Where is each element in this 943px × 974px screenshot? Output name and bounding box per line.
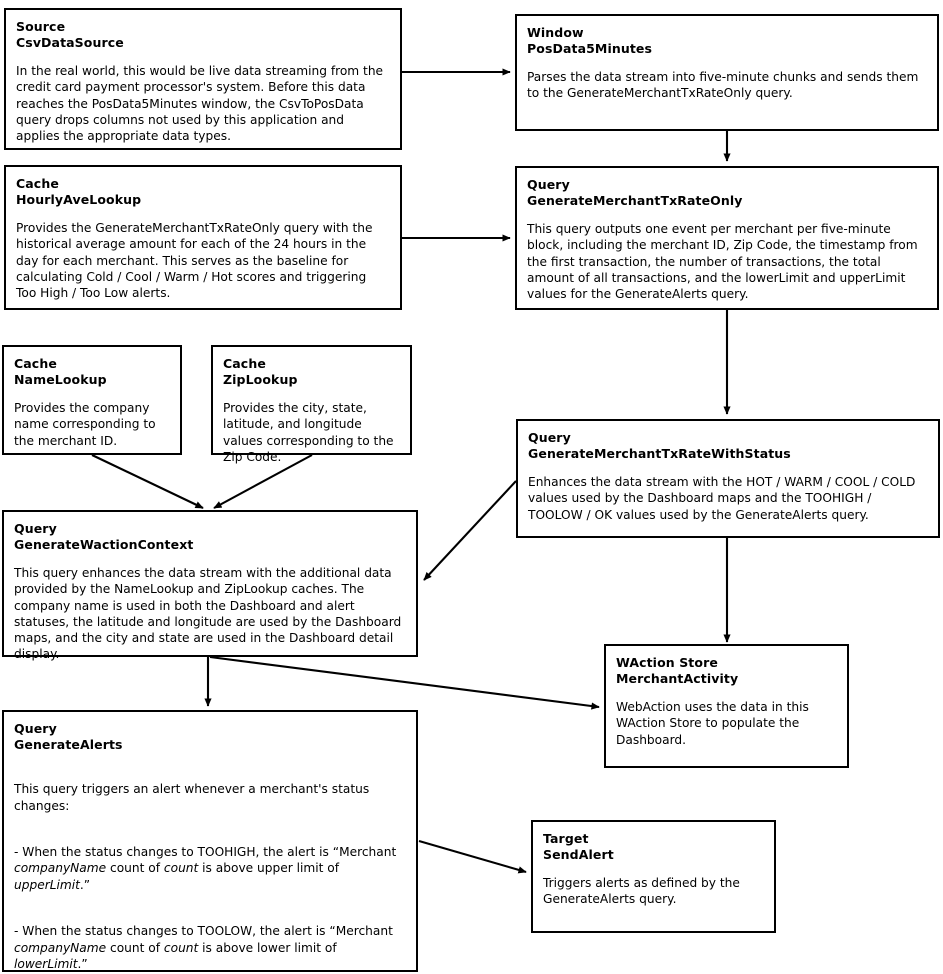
node-description: Provides the GenerateMerchantTxRateOnly … [16, 221, 373, 301]
node-description: This query outputs one event per merchan… [527, 222, 918, 302]
node-kind: Source [16, 19, 66, 34]
node-description: In the real world, this would be live da… [16, 64, 384, 144]
node-kind: Cache [223, 356, 266, 371]
node-kind: Query [527, 177, 570, 192]
node-kind: Query [14, 521, 57, 536]
node-kind: Target [543, 831, 589, 846]
node-name: MerchantActivity [616, 670, 739, 686]
node-description: WebAction uses the data in this WAction … [616, 700, 809, 747]
node-name: NameLookup [14, 371, 107, 387]
edge-namelookup-to-wactioncontext [91, 454, 204, 509]
node-description: This query enhances the data stream with… [14, 566, 402, 662]
node-description: This query triggers an alert whenever a … [14, 765, 406, 974]
node-description: Provides the company name corresponding … [14, 401, 156, 448]
node-name: PosData5Minutes [527, 40, 653, 56]
alerts-intro: This query triggers an alert whenever a … [14, 782, 370, 813]
node-name: GenerateWactionContext [14, 536, 194, 552]
edge-alerts-to-sendalert [418, 839, 527, 874]
node-kind: Cache [16, 176, 59, 191]
node-description: Parses the data stream into five-minute … [527, 70, 919, 101]
node-description: Triggers alerts as defined by the Genera… [543, 876, 740, 907]
node-name: CsvDataSource [16, 34, 124, 50]
node-name: GenerateMerchantTxRateOnly [527, 192, 743, 208]
alert-rule-toohigh: - When the status changes to TOOHIGH, th… [14, 845, 397, 892]
node-description: Provides the city, state, latitude, and … [223, 401, 394, 464]
alert-rule-toolow: - When the status changes to TOOLOW, the… [14, 924, 393, 971]
node-name: SendAlert [543, 846, 614, 862]
node-kind: Window [527, 25, 584, 40]
node-name: ZipLookup [223, 371, 298, 387]
edge-withstatus-to-wactioncontext [423, 480, 517, 581]
node-name: GenerateMerchantTxRateWithStatus [528, 445, 791, 461]
node-name: HourlyAveLookup [16, 191, 142, 207]
node-kind: Cache [14, 356, 57, 371]
node-description: Enhances the data stream with the HOT / … [528, 475, 916, 522]
node-kind: Query [528, 430, 571, 445]
edge-wactioncontext-to-merchantactivity [209, 655, 600, 710]
node-name: GenerateAlerts [14, 736, 123, 752]
node-kind: WAction Store [616, 655, 718, 670]
node-kind: Query [14, 721, 57, 736]
